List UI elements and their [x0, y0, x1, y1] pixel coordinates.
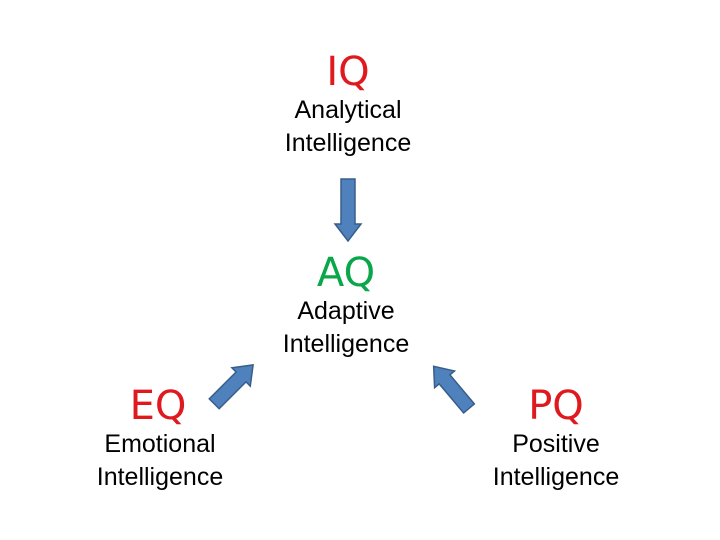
node-eq: EQ Emotional Intelligence — [60, 384, 260, 494]
arrow-eq-to-aq — [208, 364, 254, 410]
iq-description-line1: Analytical — [294, 96, 402, 124]
pq-description-line2: Intelligence — [492, 463, 620, 491]
pq-label: PQ — [528, 383, 584, 429]
node-pq: PQ Positive Intelligence — [456, 384, 656, 494]
arrow-pq-to-aq — [432, 365, 476, 415]
iq-description-line2: Intelligence — [284, 129, 412, 157]
iq-description: Analytical Intelligence — [248, 94, 448, 160]
iq-label: IQ — [326, 49, 370, 95]
eq-description-line1: Emotional — [104, 430, 216, 458]
eq-label: EQ — [129, 383, 187, 429]
eq-description: Emotional Intelligence — [60, 428, 260, 494]
node-iq: IQ Analytical Intelligence — [248, 50, 448, 160]
aq-description: Adaptive Intelligence — [246, 295, 446, 361]
aq-description-line1: Adaptive — [297, 297, 395, 325]
aq-description-line2: Intelligence — [282, 330, 410, 358]
node-aq: AQ Adaptive Intelligence — [246, 251, 446, 361]
aq-label: AQ — [316, 250, 376, 296]
pq-description: Positive Intelligence — [456, 428, 656, 494]
eq-description-line2: Intelligence — [96, 463, 224, 491]
arrow-iq-to-aq — [333, 178, 363, 243]
pq-description-line1: Positive — [512, 430, 600, 458]
